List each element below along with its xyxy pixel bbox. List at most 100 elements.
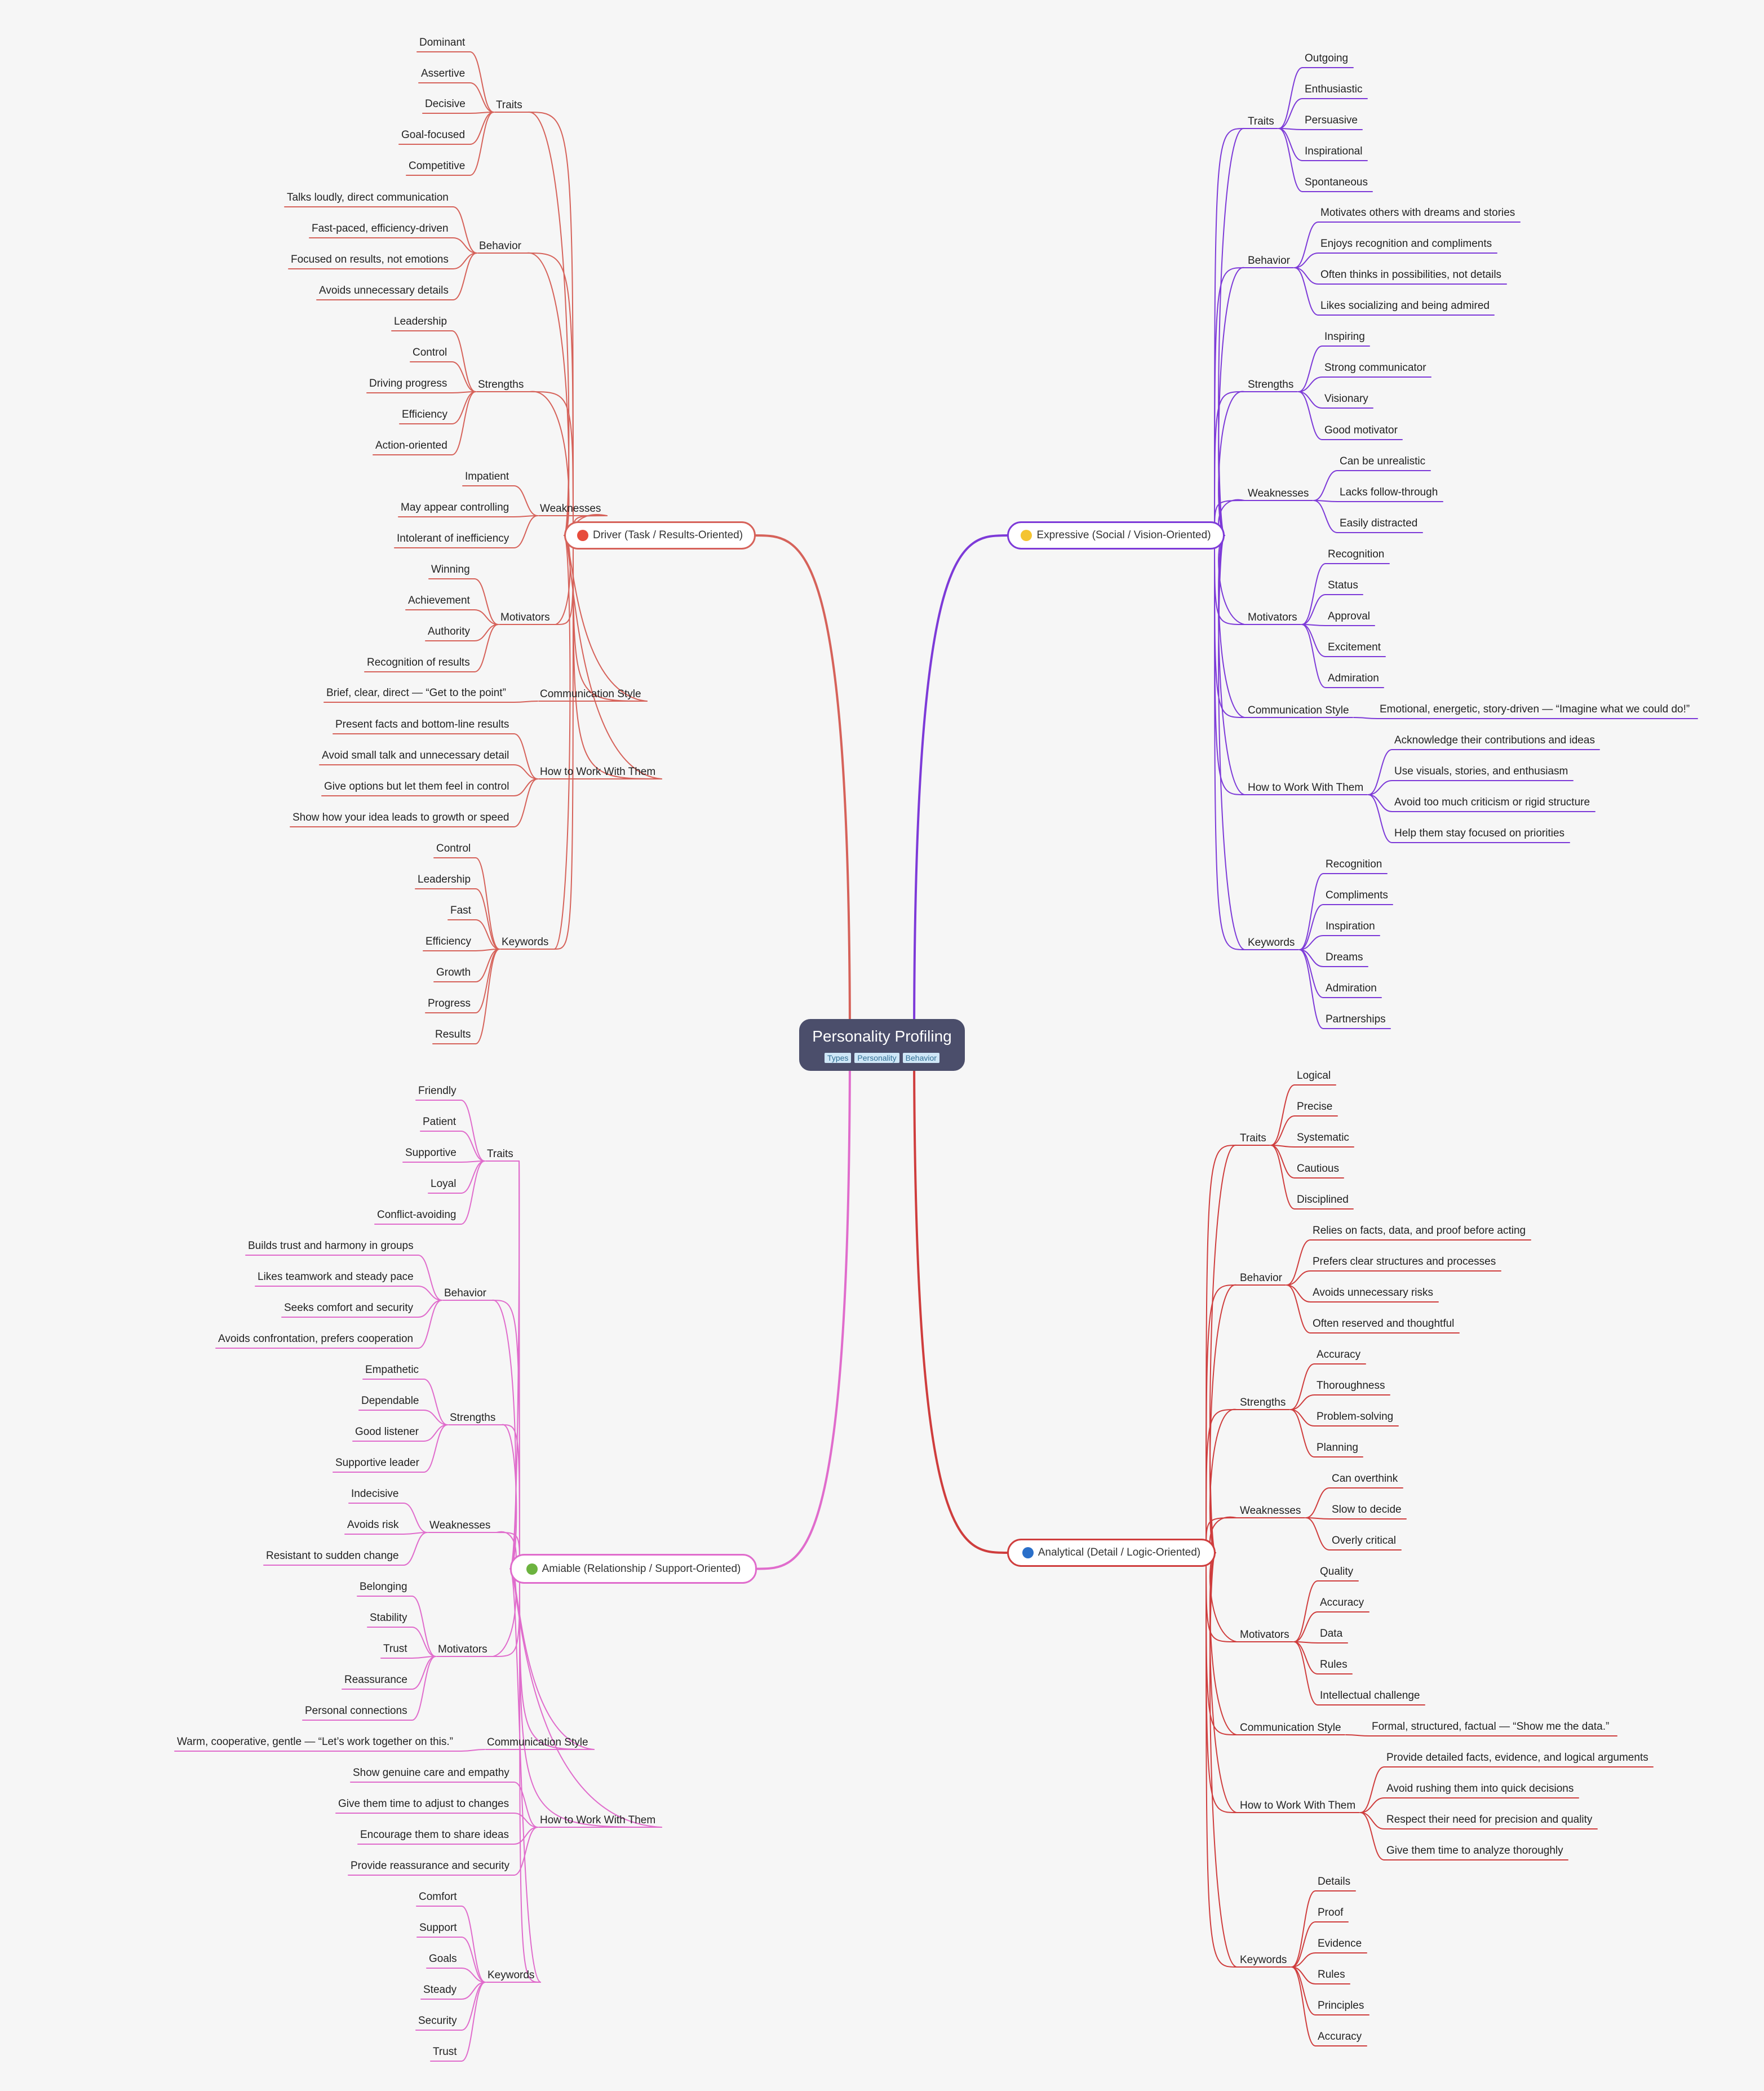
group-motivators[interactable]: Motivators <box>438 1643 487 1655</box>
group-communication-style[interactable]: Communication Style <box>1248 705 1349 716</box>
node-weaknesses-item[interactable]: May appear controlling <box>401 502 509 513</box>
node-keywords-item[interactable]: Evidence <box>1318 1938 1362 1950</box>
node-strengths-item[interactable]: Leadership <box>394 316 447 327</box>
group-keywords[interactable]: Keywords <box>487 1969 535 1981</box>
group-behavior[interactable]: Behavior <box>1248 255 1290 267</box>
node-keywords-item[interactable]: Fast <box>450 905 471 916</box>
node-keywords-item[interactable]: Growth <box>436 967 471 978</box>
group-communication-style[interactable]: Communication Style <box>1240 1722 1341 1734</box>
group-behavior[interactable]: Behavior <box>1240 1272 1282 1284</box>
node-traits-item[interactable]: Supportive <box>405 1147 456 1159</box>
node-behavior-item[interactable]: Seeks comfort and security <box>284 1302 414 1314</box>
node-motivators-item[interactable]: Approval <box>1328 610 1370 622</box>
group-keywords[interactable]: Keywords <box>1248 937 1295 949</box>
node-behavior-item[interactable]: Fast-paced, efficiency-driven <box>312 223 449 234</box>
group-how-to-work-with-them[interactable]: How to Work With Them <box>1240 1800 1356 1811</box>
node-behavior-item[interactable]: Motivates others with dreams and stories <box>1320 207 1515 219</box>
node-keywords-item[interactable]: Support <box>419 1922 457 1934</box>
node-traits-item[interactable]: Disciplined <box>1297 1194 1349 1206</box>
node-motivators-item[interactable]: Excitement <box>1328 641 1381 653</box>
node-traits-item[interactable]: Patient <box>423 1116 456 1128</box>
group-communication-style[interactable]: Communication Style <box>540 688 641 700</box>
group-weaknesses[interactable]: Weaknesses <box>429 1519 491 1531</box>
node-motivators-item[interactable]: Quality <box>1320 1566 1354 1578</box>
node-keywords-item[interactable]: Dreams <box>1326 951 1363 963</box>
node-keywords-item[interactable]: Proof <box>1318 1907 1344 1919</box>
node-strengths-item[interactable]: Empathetic <box>365 1364 419 1376</box>
node-strengths-item[interactable]: Visionary <box>1324 393 1368 405</box>
node-how-to-work-with-them-item[interactable]: Acknowledge their contributions and idea… <box>1394 734 1595 746</box>
group-how-to-work-with-them[interactable]: How to Work With Them <box>540 766 656 778</box>
node-traits-item[interactable]: Goal-focused <box>401 129 466 141</box>
node-how-to-work-with-them-item[interactable]: Show genuine care and empathy <box>353 1767 509 1779</box>
node-strengths-item[interactable]: Planning <box>1317 1442 1358 1454</box>
tag-personality[interactable]: Personality <box>854 1053 899 1063</box>
node-motivators-item[interactable]: Stability <box>370 1612 407 1624</box>
node-keywords-item[interactable]: Recognition <box>1326 858 1382 870</box>
node-weaknesses-item[interactable]: Impatient <box>465 471 509 482</box>
node-traits-item[interactable]: Spontaneous <box>1305 176 1368 188</box>
branch-driver[interactable]: Driver (Task / Results-Oriented) <box>564 521 756 550</box>
node-keywords-item[interactable]: Efficiency <box>426 936 471 947</box>
node-weaknesses-item[interactable]: Intolerant of inefficiency <box>397 533 509 544</box>
node-weaknesses-item[interactable]: Can overthink <box>1332 1473 1398 1485</box>
node-keywords-item[interactable]: Rules <box>1318 1969 1345 1981</box>
node-traits-item[interactable]: Conflict-avoiding <box>377 1209 456 1221</box>
node-strengths-item[interactable]: Supportive leader <box>335 1457 419 1469</box>
node-motivators-item[interactable]: Authority <box>428 626 470 637</box>
group-traits[interactable]: Traits <box>1248 116 1274 127</box>
node-how-to-work-with-them-item[interactable]: Give them time to analyze thoroughly <box>1386 1845 1563 1857</box>
node-behavior-item[interactable]: Talks loudly, direct communication <box>287 192 449 203</box>
group-strengths[interactable]: Strengths <box>1240 1397 1286 1408</box>
group-motivators[interactable]: Motivators <box>500 612 550 623</box>
group-weaknesses[interactable]: Weaknesses <box>540 503 601 515</box>
node-keywords-item[interactable]: Leadership <box>418 874 471 885</box>
tag-behavior[interactable]: Behavior <box>902 1053 939 1063</box>
node-communication-style-item[interactable]: Emotional, energetic, story-driven — “Im… <box>1380 703 1690 715</box>
node-behavior-item[interactable]: Enjoys recognition and compliments <box>1320 238 1492 250</box>
node-strengths-item[interactable]: Good motivator <box>1324 424 1398 436</box>
group-motivators[interactable]: Motivators <box>1240 1629 1289 1641</box>
node-strengths-item[interactable]: Dependable <box>361 1395 419 1407</box>
node-traits-item[interactable]: Dominant <box>419 37 466 48</box>
branch-expressive[interactable]: Expressive (Social / Vision-Oriented) <box>1007 521 1225 550</box>
node-keywords-item[interactable]: Compliments <box>1326 889 1388 901</box>
node-motivators-item[interactable]: Recognition <box>1328 548 1385 560</box>
node-behavior-item[interactable]: Focused on results, not emotions <box>291 254 449 265</box>
node-weaknesses-item[interactable]: Overly critical <box>1332 1535 1397 1547</box>
node-strengths-item[interactable]: Inspiring <box>1324 331 1365 343</box>
node-strengths-item[interactable]: Problem-solving <box>1317 1411 1394 1423</box>
node-weaknesses-item[interactable]: Lacks follow-through <box>1340 486 1438 498</box>
node-weaknesses-item[interactable]: Resistant to sudden change <box>266 1550 399 1562</box>
node-behavior-item[interactable]: Often thinks in possibilities, not detai… <box>1320 269 1502 281</box>
node-how-to-work-with-them-item[interactable]: Avoid small talk and unnecessary detail <box>322 750 509 761</box>
node-keywords-item[interactable]: Trust <box>433 2046 457 2058</box>
node-traits-item[interactable]: Persuasive <box>1305 114 1358 126</box>
node-keywords-item[interactable]: Steady <box>423 1984 457 1996</box>
node-behavior-item[interactable]: Avoids unnecessary risks <box>1313 1287 1434 1299</box>
node-how-to-work-with-them-item[interactable]: Respect their need for precision and qua… <box>1386 1814 1593 1826</box>
node-traits-item[interactable]: Systematic <box>1297 1132 1349 1144</box>
node-traits-item[interactable]: Precise <box>1297 1101 1333 1113</box>
node-keywords-item[interactable]: Goals <box>429 1953 457 1965</box>
node-how-to-work-with-them-item[interactable]: Encourage them to share ideas <box>360 1829 509 1841</box>
node-motivators-item[interactable]: Winning <box>431 564 470 575</box>
group-traits[interactable]: Traits <box>487 1148 513 1160</box>
group-weaknesses[interactable]: Weaknesses <box>1240 1505 1301 1517</box>
node-communication-style-item[interactable]: Formal, structured, factual — “Show me t… <box>1372 1721 1610 1733</box>
node-behavior-item[interactable]: Avoids unnecessary details <box>319 285 449 296</box>
group-motivators[interactable]: Motivators <box>1248 612 1297 623</box>
node-communication-style-item[interactable]: Warm, cooperative, gentle — “Let’s work … <box>177 1736 453 1748</box>
node-keywords-item[interactable]: Inspiration <box>1326 920 1375 932</box>
group-communication-style[interactable]: Communication Style <box>487 1736 588 1748</box>
node-traits-item[interactable]: Inspirational <box>1305 145 1363 157</box>
branch-amiable[interactable]: Amiable (Relationship / Support-Oriented… <box>510 1554 757 1584</box>
node-how-to-work-with-them-item[interactable]: Use visuals, stories, and enthusiasm <box>1394 765 1568 777</box>
node-motivators-item[interactable]: Personal connections <box>305 1705 407 1717</box>
node-motivators-item[interactable]: Accuracy <box>1320 1597 1364 1609</box>
node-strengths-item[interactable]: Thoroughness <box>1317 1380 1385 1392</box>
node-behavior-item[interactable]: Builds trust and harmony in groups <box>248 1240 414 1252</box>
node-behavior-item[interactable]: Relies on facts, data, and proof before … <box>1313 1225 1526 1237</box>
node-behavior-item[interactable]: Likes socializing and being admired <box>1320 300 1490 312</box>
